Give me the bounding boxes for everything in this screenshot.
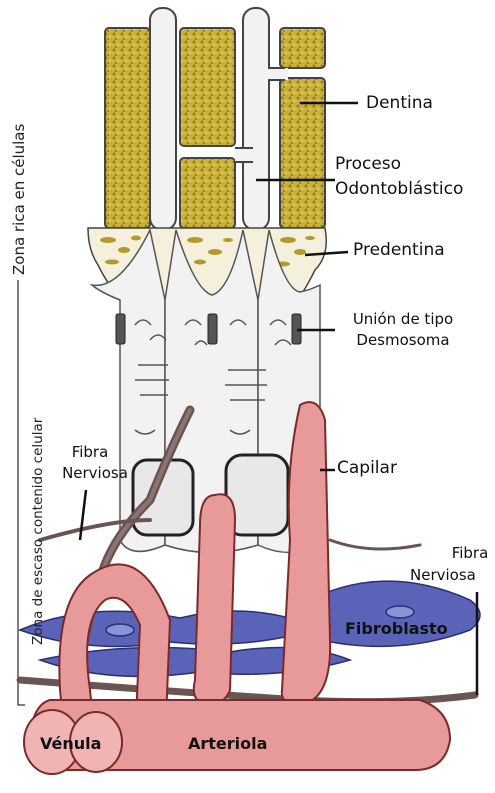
label-union-2: Desmosoma [338,332,468,349]
label-fibra-left-1: Fibra [55,444,125,461]
label-fibra-left-2: Nerviosa [55,465,135,482]
label-union-1: Unión de tipo [338,311,468,328]
label-capilar: Capilar [337,459,397,479]
label-zona-rica: Zona rica en células [10,124,28,275]
label-fibra-right-2: Nerviosa [410,567,476,584]
label-dentina: Dentina [366,94,433,114]
label-predentina: Predentina [353,241,445,261]
label-fibra-right-1: Fibra [440,545,495,562]
label-zona-escaso: Zona de escaso contenido celular [30,418,46,645]
label-venula: Vénula [40,735,101,753]
label-proceso-2: Odontoblástico [335,180,463,200]
dentin-layer [105,28,325,228]
label-fibroblasto: Fibroblasto [345,620,448,638]
label-arteriola: Arteriola [188,735,267,753]
label-proceso-1: Proceso [335,155,401,175]
zone-bracket [18,280,25,705]
